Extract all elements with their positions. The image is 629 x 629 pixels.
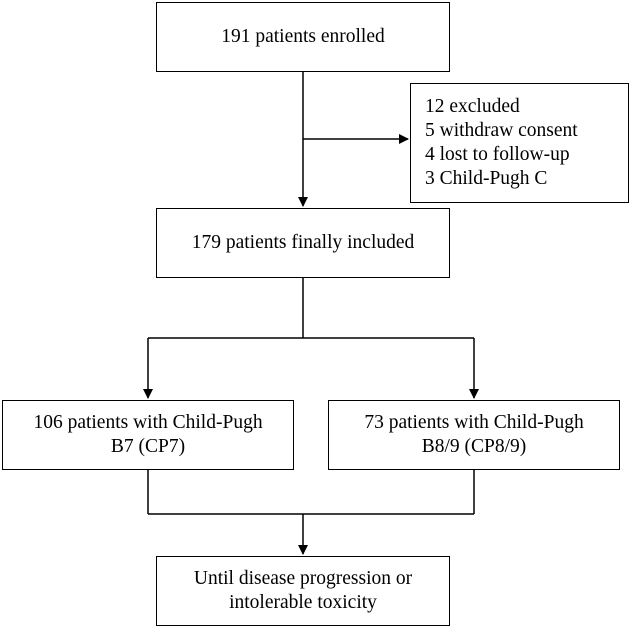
- box-cp89: 73 patients with Child-Pugh B8/9 (CP8/9): [328, 400, 620, 470]
- cp7-line-2: B7 (CP7): [110, 436, 186, 457]
- box-cp7: 106 patients with Child-Pugh B7 (CP7): [2, 400, 294, 470]
- included-text: 179 patients finally included: [191, 232, 415, 253]
- box-excluded: 12 excluded 5 withdraw consent 4 lost to…: [410, 83, 629, 203]
- excluded-line-1: 12 excluded: [425, 96, 520, 117]
- cp7-line-1: 106 patients with Child-Pugh: [33, 412, 263, 433]
- box-included: 179 patients finally included: [156, 208, 450, 278]
- cp89-line-1: 73 patients with Child-Pugh: [364, 412, 584, 433]
- box-outcome: Until disease progression or intolerable…: [156, 556, 450, 626]
- outcome-line-2: intolerable toxicity: [229, 592, 377, 613]
- excluded-line-3: 4 lost to follow-up: [425, 144, 570, 165]
- excluded-line-2: 5 withdraw consent: [425, 120, 578, 141]
- outcome-line-1: Until disease progression or: [193, 568, 413, 589]
- excluded-line-4: 3 Child-Pugh C: [425, 168, 548, 189]
- box-enrolled: 191 patients enrolled: [156, 2, 450, 72]
- enrolled-text: 191 patients enrolled: [221, 26, 385, 47]
- cp89-line-2: B8/9 (CP8/9): [421, 436, 527, 457]
